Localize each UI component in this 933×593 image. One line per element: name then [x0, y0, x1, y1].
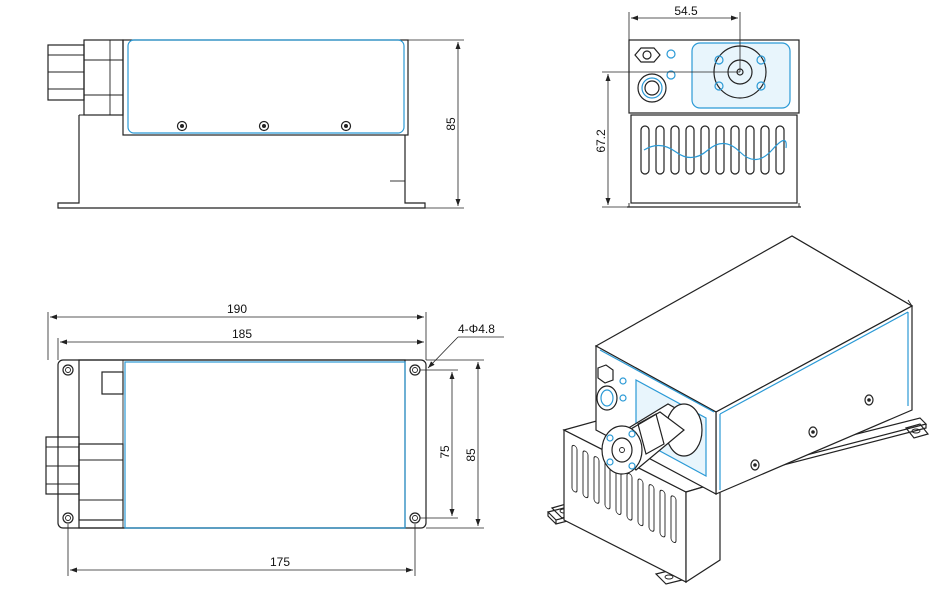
iso-port: [596, 385, 618, 411]
nut-front: [634, 47, 661, 63]
iso-screws: [750, 394, 874, 471]
front-view: 54.5 67.2: [594, 4, 801, 208]
iso-fiber-barrel: [601, 403, 703, 475]
isometric-view: [546, 235, 930, 585]
port-front: [637, 73, 667, 103]
dim-top-width: 85: [464, 448, 478, 462]
dim-front-width: 54.5: [674, 4, 698, 18]
heatsink-fins-front: [640, 125, 787, 175]
dim-hole-spacing-y: 75: [438, 445, 452, 459]
connector-top: [45, 371, 124, 521]
fiber-port-front: [666, 42, 791, 109]
dim-hole-spacing-x: 175: [270, 555, 290, 569]
top-view: 190 185 4-Φ4.8 75 85 175: [45, 302, 504, 576]
screw-side-2: [258, 120, 270, 132]
dim-front-height: 67.2: [594, 129, 608, 153]
side-view: 85: [47, 39, 464, 209]
iso-heatsink-fins: [571, 444, 677, 543]
screw-side-3: [340, 120, 352, 132]
dim-hole-callout: 4-Φ4.8: [458, 322, 495, 336]
connector-side: [47, 39, 124, 116]
dim-top-length-body: 185: [232, 327, 252, 341]
screw-side-1: [176, 120, 188, 132]
iso-nut: [597, 364, 614, 384]
dim-side-height: 85: [444, 117, 458, 131]
mount-hole-4: [409, 512, 421, 524]
mount-hole-2: [409, 364, 421, 376]
dim-top-length-overall: 190: [227, 302, 247, 316]
mount-hole-1: [62, 364, 74, 376]
mount-hole-3: [62, 512, 74, 524]
